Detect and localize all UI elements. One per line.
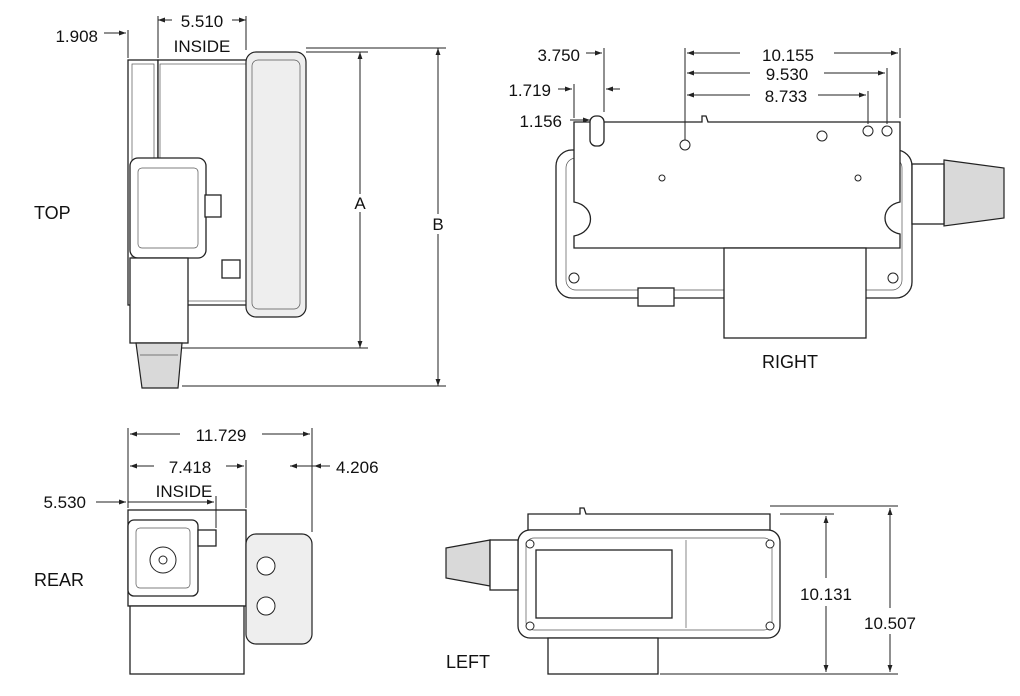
dim-10507-label: 10.507 — [864, 614, 916, 633]
view-label-top: TOP — [34, 203, 71, 223]
top-junction-box — [129, 157, 207, 259]
dim-4206-label: 4.206 — [336, 458, 379, 477]
right-hole-5 — [854, 174, 862, 182]
right-gland — [637, 287, 675, 307]
rear-lower-box — [129, 605, 245, 675]
right-hole-1 — [679, 139, 691, 151]
right-lower-box — [723, 247, 867, 339]
left-view: 10.131 10.507 LEFT — [445, 505, 916, 675]
view-label-rear: REAR — [34, 570, 84, 590]
left-housing-inner — [525, 537, 773, 631]
view-label-left: LEFT — [446, 652, 490, 672]
dim-a-label: A — [354, 194, 366, 213]
left-screw-bl — [525, 621, 535, 631]
rear-junction-center — [158, 555, 168, 565]
rear-gland — [197, 529, 217, 547]
top-lens-cone — [135, 342, 183, 389]
dim-5530-label: 5.530 — [43, 493, 86, 512]
dim-5510-label: 5.510 — [181, 12, 224, 31]
right-screw-br — [887, 272, 899, 284]
rear-knockout-1 — [256, 556, 276, 576]
top-access-port — [221, 259, 241, 279]
dim-5510-inside-label: INSIDE — [174, 37, 231, 56]
right-view: 3.750 10.155 9.530 1.719 8.733 1.156 RIG… — [508, 46, 1005, 372]
dim-10131-label: 10.131 — [800, 585, 852, 604]
dim-1908-label: 1.908 — [55, 27, 98, 46]
right-lens-cone — [943, 159, 1005, 227]
left-screw-tr — [765, 539, 775, 549]
right-lens-collar — [911, 163, 945, 225]
top-enclosure-cover — [245, 51, 307, 318]
left-screw-br — [765, 621, 775, 631]
dim-b-label: B — [432, 215, 443, 234]
dim-7418-inside-label: INSIDE — [156, 482, 213, 501]
dim-11729-label: 11.729 — [196, 426, 247, 445]
dim-9530-label: 9.530 — [766, 65, 809, 84]
dim-7418-label: 7.418 — [169, 458, 212, 477]
dim-8733-label: 8.733 — [765, 87, 808, 106]
left-screw-tl — [525, 539, 535, 549]
right-hole-6 — [658, 174, 666, 182]
rear-view: 11.729 7.418 INSIDE 4.206 5.530 REAR — [34, 426, 379, 675]
right-hole-2 — [816, 130, 828, 142]
dim-10155-label: 10.155 — [762, 46, 814, 65]
top-cable-gland — [204, 194, 222, 218]
right-hole-3 — [862, 125, 874, 137]
top-cover-inner — [251, 59, 301, 310]
rear-junction-inner — [135, 527, 191, 589]
left-mounting-plate — [527, 507, 771, 531]
right-hole-4 — [881, 125, 893, 137]
view-label-right: RIGHT — [762, 352, 818, 372]
left-lens-collar — [489, 539, 519, 591]
right-screw-bl — [568, 272, 580, 284]
dim-1719-label: 1.719 — [508, 81, 551, 100]
rear-enclosure — [245, 533, 313, 645]
dim-3750-label: 3.750 — [537, 46, 580, 65]
right-slot — [589, 115, 605, 147]
dim-1156-label: 1.156 — [519, 112, 562, 131]
left-lower-box — [547, 637, 659, 675]
top-lower-extension — [129, 257, 189, 344]
top-view: 1.908 5.510 INSIDE A B TOP — [34, 12, 446, 389]
rear-knockout-2 — [256, 596, 276, 616]
top-junction-inner — [137, 167, 199, 249]
right-mounting-plate — [573, 115, 901, 249]
left-window — [535, 549, 673, 619]
left-lens-cone — [445, 539, 491, 587]
